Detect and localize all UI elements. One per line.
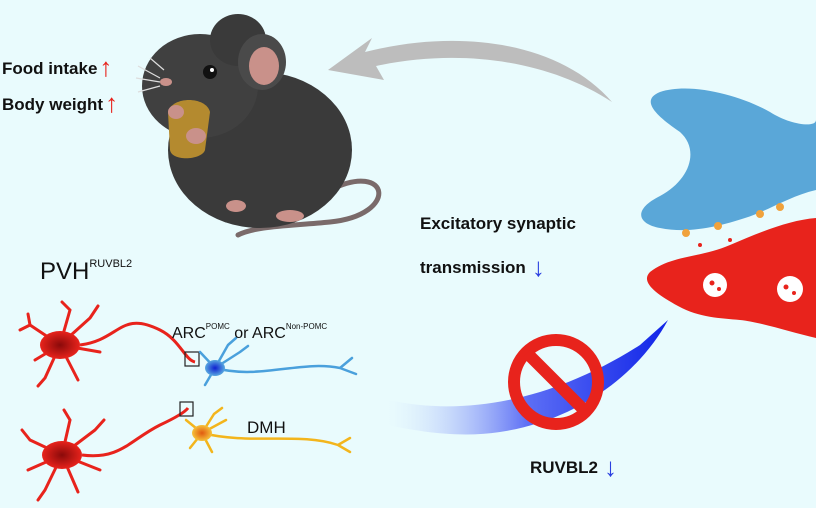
ruvbl2-label: RUVBL2 ↓ <box>530 452 617 483</box>
pvh-superscript: RUVBL2 <box>89 258 133 270</box>
arc-text: ARC <box>172 325 206 342</box>
neuron-icon <box>20 401 352 502</box>
down-arrow-icon: ↓ <box>604 452 618 482</box>
arc-label: ARCPOMC or ARCNon-POMC <box>172 322 327 343</box>
arc-superscript: POMC <box>205 322 230 331</box>
pvh-label: PVHRUVBL2 <box>40 258 132 286</box>
excitatory-label-line2: transmission ↓ <box>420 252 545 283</box>
arc2-text: ARC <box>252 325 286 342</box>
excitatory-label-line1: Excitatory synaptic <box>420 214 576 233</box>
food-intake-label: Food intake↑ <box>2 52 112 83</box>
body-weight-text: Body weight <box>2 95 104 114</box>
mouse-icon <box>135 14 382 238</box>
arc2-superscript: Non-POMC <box>285 322 328 331</box>
up-arrow-icon: ↑ <box>99 52 113 82</box>
dmh-label: DMH <box>247 418 286 437</box>
prohibit-icon <box>508 334 604 430</box>
body-weight-label: Body weight↑ <box>2 88 118 119</box>
or-text: or <box>234 325 249 342</box>
pvh-text: PVH <box>40 258 90 285</box>
up-arrow-icon: ↑ <box>105 88 119 118</box>
ruvbl2-text: RUVBL2 <box>530 458 599 477</box>
food-intake-text: Food intake <box>2 59 98 78</box>
down-arrow-icon: ↓ <box>531 252 545 282</box>
neuron-icon <box>18 300 358 388</box>
transmission-text: transmission <box>420 258 526 277</box>
grey-curved-arrow <box>328 38 612 102</box>
synapse-icon <box>641 88 816 338</box>
